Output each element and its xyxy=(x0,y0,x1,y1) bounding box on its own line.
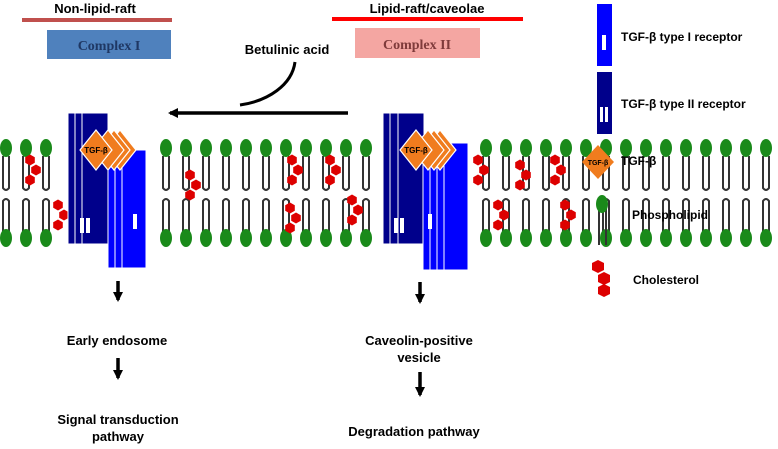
tgf-beta-ligand-left: TGF-β xyxy=(79,129,137,171)
phospholipid xyxy=(740,139,752,247)
receptor-complex-right: TGF-β xyxy=(382,112,469,271)
cholesterol xyxy=(285,202,301,234)
phospholipid xyxy=(180,139,192,247)
cholesterol xyxy=(515,159,531,191)
phospholipid xyxy=(160,139,172,247)
phospholipid xyxy=(360,139,372,247)
phospholipid xyxy=(340,139,352,247)
type-i-receptor-stack-right xyxy=(422,142,469,271)
type-ii-receptor-stack-right xyxy=(382,112,425,245)
degradation-pathway-label: Degradation pathway xyxy=(348,424,480,439)
betulinic-acid-label: Betulinic acid xyxy=(245,42,330,57)
cholesterol xyxy=(493,199,509,231)
phospholipid xyxy=(500,139,512,247)
tgf-beta-label-right: TGF-β xyxy=(404,146,428,155)
phospholipid xyxy=(280,139,292,247)
phospholipid xyxy=(200,139,212,247)
caveolin-vesicle-label-line2: vesicle xyxy=(397,350,440,365)
legend-label-type-i-receptor: TGF-β type I receptor xyxy=(621,30,743,44)
legend: TGF-β type I receptor TGF-β type II rece… xyxy=(582,4,746,297)
phospholipid xyxy=(560,139,572,247)
cholesterol xyxy=(185,169,201,201)
type-i-receptor-icon xyxy=(597,4,612,66)
complex-i-box xyxy=(47,30,171,59)
cell-membrane xyxy=(0,139,772,247)
phospholipid xyxy=(580,139,592,247)
legend-label-phospholipid: Phospholipid xyxy=(632,208,708,222)
phospholipid xyxy=(0,139,12,247)
receptor-complex-left: TGF-β xyxy=(67,112,147,269)
legend-type-ii-receptor: TGF-β type II receptor xyxy=(597,72,746,134)
phospholipid xyxy=(480,139,492,247)
cholesterol xyxy=(25,154,41,186)
legend-label-type-ii-receptor: TGF-β type II receptor xyxy=(621,97,746,111)
cholesterol xyxy=(53,199,69,231)
early-endosome-label: Early endosome xyxy=(67,333,167,348)
tgf-beta-icon: TGF-β xyxy=(582,145,614,179)
cholesterol xyxy=(473,154,489,186)
phospholipid-icon xyxy=(596,195,608,245)
phospholipid xyxy=(240,139,252,247)
phospholipid xyxy=(260,139,272,247)
phospholipid xyxy=(520,139,532,247)
phospholipid xyxy=(620,139,632,247)
phospholipid xyxy=(760,139,772,247)
phospholipid xyxy=(320,139,332,247)
legend-cholesterol: Cholesterol xyxy=(592,260,699,297)
complex-ii-label: Complex II xyxy=(383,38,451,53)
type-ii-receptor-icon xyxy=(597,72,612,134)
phospholipid xyxy=(540,139,552,247)
non-lipid-raft-bar xyxy=(22,18,172,22)
phospholipid xyxy=(300,139,312,247)
phospholipid xyxy=(660,139,672,247)
non-lipid-raft-label: Non-lipid-raft xyxy=(54,1,136,16)
signal-transduction-label-line2: pathway xyxy=(92,429,145,444)
complex-i-label: Complex I xyxy=(78,39,141,54)
tgf-beta-ligand-right: TGF-β xyxy=(399,129,457,171)
type-ii-receptor-stack-left xyxy=(67,112,109,245)
phospholipid xyxy=(40,139,52,247)
signal-transduction-label-line1: Signal transduction xyxy=(57,412,178,427)
cholesterol xyxy=(325,154,341,186)
legend-type-i-receptor: TGF-β type I receptor xyxy=(597,4,743,66)
lipid-raft-bar xyxy=(332,17,523,21)
phospholipid xyxy=(700,139,712,247)
cholesterol xyxy=(560,199,576,231)
cholesterol xyxy=(550,154,566,186)
betulinic-acid-curve xyxy=(239,61,297,107)
phospholipid xyxy=(720,139,732,247)
phospholipid xyxy=(220,139,232,247)
phospholipid xyxy=(20,139,32,247)
lipid-raft-label: Lipid-raft/caveolae xyxy=(370,1,485,16)
legend-label-cholesterol: Cholesterol xyxy=(633,273,699,287)
complex-ii-box xyxy=(355,28,480,58)
cholesterol xyxy=(347,194,363,226)
phospholipid xyxy=(640,139,652,247)
phospholipid xyxy=(680,139,692,247)
tgf-beta-icon-label: TGF-β xyxy=(588,160,609,167)
cholesterol xyxy=(287,154,303,186)
legend-label-tgf-beta: TGF-β xyxy=(621,154,656,168)
cholesterol-icon xyxy=(592,260,610,297)
legend-tgf-beta: TGF-β TGF-β xyxy=(582,145,656,179)
caveolin-vesicle-label-line1: Caveolin-positive xyxy=(365,333,473,348)
tgf-beta-label-left: TGF-β xyxy=(84,146,108,155)
legend-phospholipid: Phospholipid xyxy=(596,195,708,245)
